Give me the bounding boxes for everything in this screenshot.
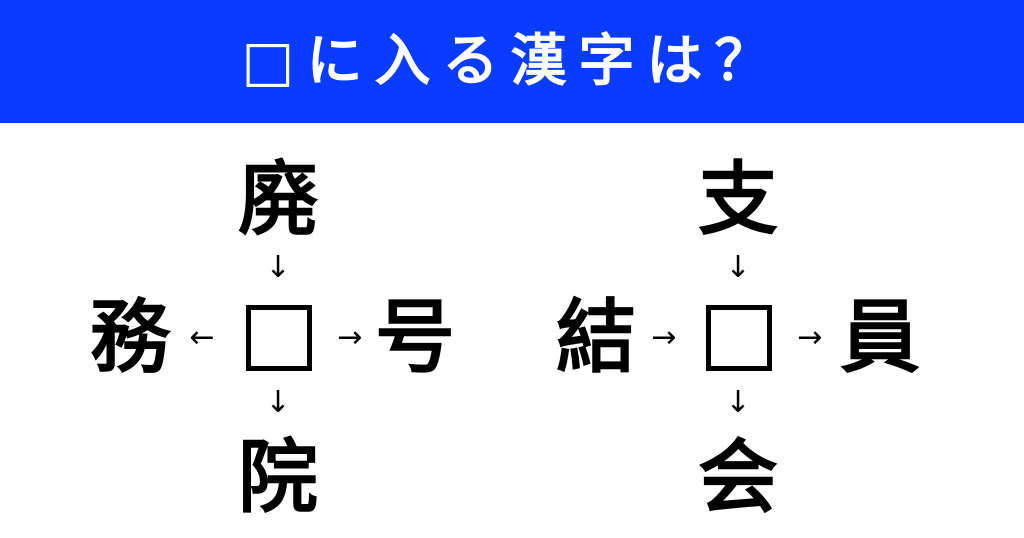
puzzle-1: 廃 ↓ 務 ← → 号 ↓ 院 (0, 123, 512, 538)
puzzle-2-right-arrow: → (797, 320, 823, 355)
puzzle-1-left-kanji: 務 (90, 291, 170, 384)
puzzle-2-right-kanji: 員 (840, 291, 920, 384)
puzzle-2-top-kanji: 支 (698, 153, 778, 246)
puzzle-2-left-arrow: → (651, 320, 677, 355)
header-banner: □に入る漢字は？ (0, 0, 1024, 123)
page-title: □に入る漢字は？ (241, 28, 783, 94)
puzzle-2-bottom-arrow: ↓ (725, 385, 751, 420)
puzzle-1-bottom-kanji: 院 (238, 431, 318, 524)
puzzle-1-bottom-arrow: ↓ (265, 385, 291, 420)
puzzle-2-left-kanji: 結 (556, 291, 636, 384)
puzzle-1-top-arrow: ↓ (265, 250, 291, 285)
puzzle-2: 支 ↓ 結 → → 員 ↓ 会 (460, 123, 972, 538)
puzzle-2-bottom-kanji: 会 (698, 431, 778, 524)
puzzle-1-left-arrow: ← (189, 320, 215, 355)
puzzle-2-top-arrow: ↓ (725, 250, 751, 285)
puzzle-1-blank-box (246, 305, 312, 371)
puzzle-1-right-kanji: 号 (375, 291, 455, 384)
puzzle-2-blank-box (706, 305, 772, 371)
puzzle-1-right-arrow: → (337, 320, 363, 355)
puzzle-1-top-kanji: 廃 (238, 153, 318, 246)
